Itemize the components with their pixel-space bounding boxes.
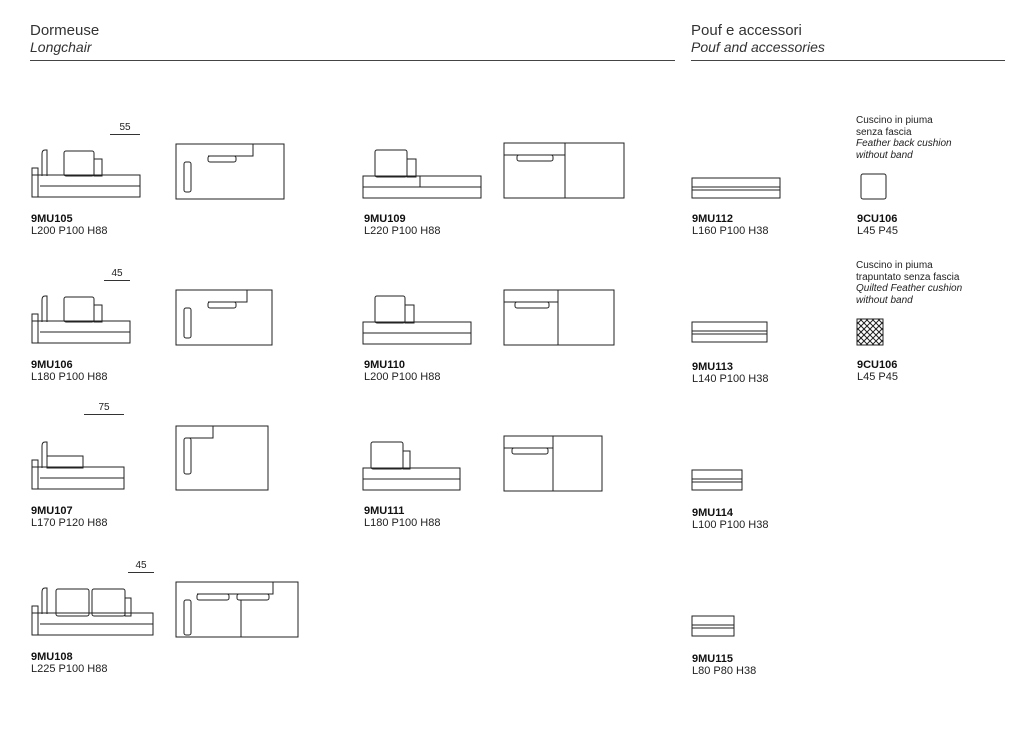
front-view-drawing: [31, 587, 154, 636]
product-code: 9MU115: [692, 653, 733, 665]
desc-it-line: Cuscino in piuma: [856, 115, 933, 126]
section-header-pouf: Pouf e accessori Pouf and accessories: [691, 22, 825, 55]
top-view-drawing: [175, 425, 269, 491]
top-view-drawing: [503, 289, 615, 346]
product-code: 9MU105: [31, 213, 73, 225]
cushion-drawing: [860, 173, 887, 200]
front-view-drawing: [362, 149, 482, 199]
product-dimensions: L140 P100 H38: [692, 373, 769, 385]
product-dimensions: L220 P100 H88: [364, 225, 441, 237]
front-view-drawing: [31, 441, 125, 490]
product-dimensions: L100 P100 H38: [692, 519, 769, 531]
front-view-drawing: [362, 441, 461, 491]
pouf-drawing: [691, 615, 735, 637]
product-dimensions: L45 P45: [857, 225, 898, 237]
section-divider-pouf: [691, 60, 1005, 61]
product-code: 9MU113: [692, 361, 733, 373]
desc-en-line: Quilted Feather cushion: [856, 283, 963, 294]
depth-line: [128, 572, 154, 573]
product-code: 9MU108: [31, 651, 73, 663]
desc-en-line: Feather back cushion: [856, 138, 952, 149]
pouf-drawing: [691, 177, 781, 199]
depth-label: 75: [98, 402, 110, 413]
pouf-drawing: [691, 321, 768, 343]
section-divider-longchair: [30, 60, 675, 61]
section-title-it: Dormeuse: [30, 22, 100, 39]
top-view-drawing: [175, 289, 273, 346]
section-title-en: Longchair: [30, 39, 92, 55]
product-dimensions: L225 P100 H88: [31, 663, 108, 675]
product-dimensions: L180 P100 H88: [31, 371, 108, 383]
front-view-drawing: [362, 295, 472, 345]
desc-it-line: Cuscino in piuma: [856, 260, 933, 271]
desc-it-line: trapuntato senza fascia: [856, 271, 960, 283]
section-title-en: Pouf and accessories: [691, 39, 825, 55]
top-view-drawing: [175, 143, 285, 200]
section-title-it: Pouf e accessori: [691, 22, 802, 39]
desc-en-line: without band: [856, 294, 913, 306]
product-code: 9MU109: [364, 213, 406, 225]
product-dimensions: L80 P80 H38: [692, 665, 757, 677]
product-code: 9MU112: [692, 213, 733, 225]
product-dimensions: L45 P45: [857, 371, 898, 383]
product-code: 9MU106: [31, 359, 73, 371]
desc-en-line: without band: [856, 149, 913, 161]
product-dimensions: L200 P100 H88: [31, 225, 108, 237]
front-view-drawing: [31, 295, 131, 344]
section-header-longchair: Dormeuse Longchair: [30, 22, 99, 55]
quilted-cushion-drawing: [856, 318, 884, 346]
product-code: 9CU106: [857, 213, 898, 225]
product-code: 9MU111: [364, 505, 405, 517]
top-view-drawing: [503, 435, 603, 492]
top-view-drawing: [175, 581, 299, 638]
desc-it-line: senza fascia: [856, 126, 912, 138]
product-code: 9MU107: [31, 505, 73, 517]
cushion-description: Cuscino in piuma trapuntato senza fascia…: [856, 260, 962, 306]
top-view-drawing: [503, 142, 625, 199]
cushion-description: Cuscino in piuma senza fascia Feather ba…: [856, 115, 952, 161]
product-dimensions: L180 P100 H88: [364, 517, 441, 529]
pouf-drawing: [691, 469, 743, 491]
product-dimensions: L200 P100 H88: [364, 371, 441, 383]
depth-label: 55: [119, 122, 131, 133]
depth-line: [110, 134, 140, 135]
depth-line: [84, 414, 124, 415]
product-dimensions: L170 P120 H88: [31, 517, 108, 529]
product-code: 9CU106: [857, 359, 898, 371]
product-code: 9MU110: [364, 359, 405, 371]
depth-label: 45: [135, 560, 147, 571]
depth-label: 45: [111, 268, 123, 279]
depth-line: [104, 280, 130, 281]
front-view-drawing: [31, 149, 141, 198]
product-dimensions: L160 P100 H38: [692, 225, 769, 237]
product-code: 9MU114: [692, 507, 733, 519]
